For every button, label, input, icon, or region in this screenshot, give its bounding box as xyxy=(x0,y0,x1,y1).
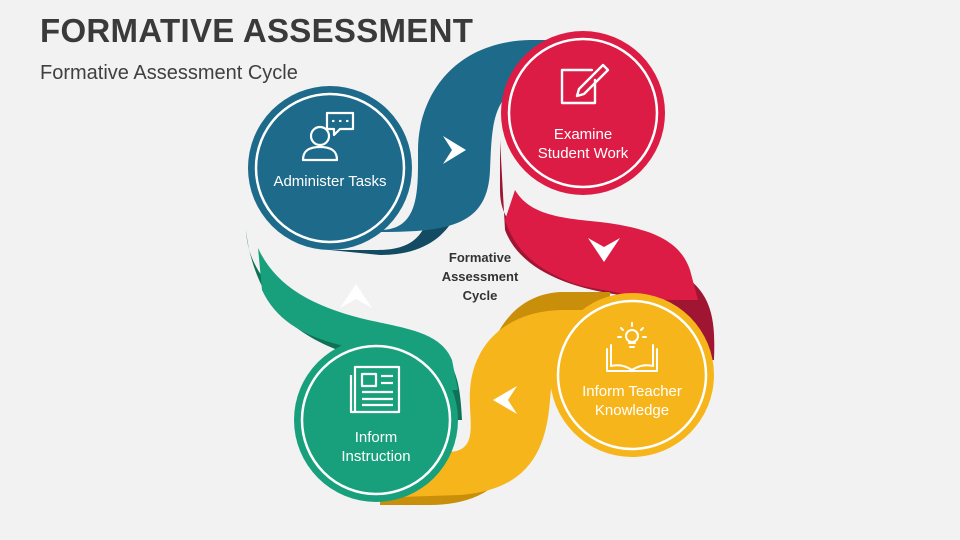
arrow-left-icon xyxy=(493,386,517,414)
center-label: Formative Assessment Cycle xyxy=(441,250,519,303)
pencil-edit-icon xyxy=(560,63,610,105)
step-label-inform-teacher: Inform Teacher Knowledge xyxy=(582,383,682,419)
step-label-examine: Examine Student Work xyxy=(537,126,629,162)
step-label-administer: Administer Tasks xyxy=(273,173,387,190)
step-circle-administer xyxy=(248,86,412,250)
step-circle-examine xyxy=(501,31,665,195)
book-lightbulb-icon xyxy=(606,322,658,372)
ribbon-blue xyxy=(330,40,600,232)
arrow-down-icon xyxy=(588,238,620,262)
person-chat-icon xyxy=(301,111,355,162)
arrow-up-icon xyxy=(340,284,372,308)
page-subtitle: Formative Assessment Cycle xyxy=(40,62,298,84)
step-label-inform-instruction: Inform Instruction xyxy=(341,429,411,465)
arrow-right-icon xyxy=(443,136,466,164)
newspaper-icon xyxy=(349,365,401,414)
step-circle-inform-teacher xyxy=(550,293,714,457)
page-title: FORMATIVE ASSESSMENT xyxy=(40,12,474,49)
ribbon-red xyxy=(505,190,698,300)
step-circle-inform-instruction xyxy=(294,338,458,502)
